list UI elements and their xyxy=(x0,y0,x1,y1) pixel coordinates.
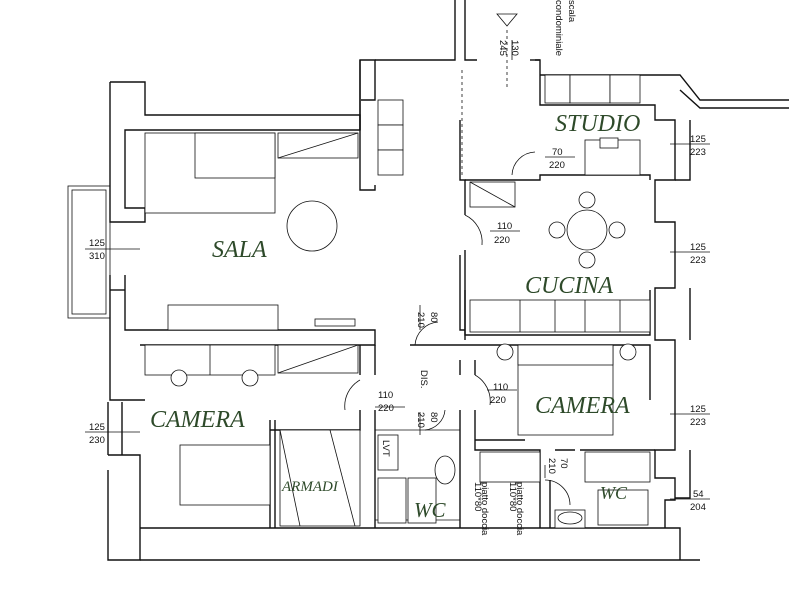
dim-cucina-door-width: 110 xyxy=(497,221,512,232)
room-label-camera-right: CAMERA xyxy=(535,393,630,419)
room-label-wc-right: WC xyxy=(600,483,628,503)
furniture xyxy=(144,74,651,529)
entrance-arrow-icon xyxy=(496,13,518,27)
dim-wc-right-door-width: 70 xyxy=(558,458,569,469)
dim-sala-window-height: 310 xyxy=(89,251,105,262)
dim-wc-right-door-height: 210 xyxy=(546,458,557,474)
dim-entrance-height: 245 xyxy=(497,40,508,56)
balcony xyxy=(67,185,111,319)
room-label-cucina: CUCINA xyxy=(525,273,613,299)
dim-sala-door-width: 80 xyxy=(428,312,439,323)
room-label-camera-left: CAMERA xyxy=(150,407,245,433)
dim-entrance-width: 130 xyxy=(509,40,520,56)
dim-cucina-window-height: 223 xyxy=(690,255,706,266)
dim-camera-left-window-height: 230 xyxy=(89,435,105,446)
dim-studio-window-width: 125 xyxy=(690,134,706,145)
fixture-shower1-line1: piatto doccia xyxy=(479,482,490,536)
room-label-studio: STUDIO xyxy=(555,111,640,137)
dim-cucina-door-height: 220 xyxy=(494,235,510,246)
dim-sala-door-height: 210 xyxy=(415,312,426,328)
fixture-shower2-line2: 110*80 xyxy=(507,482,518,511)
dim-camera-right-door-height: 220 xyxy=(490,395,506,406)
fixture-lvt: LVT xyxy=(380,440,391,457)
dim-wc-left-door-height: 210 xyxy=(415,412,426,428)
room-label-armadi: ARMADI xyxy=(281,479,339,495)
fixture-shower2-line1: piatto doccia xyxy=(514,482,525,536)
dim-camera-left-window-width: 125 xyxy=(89,422,105,433)
dim-wc-right-window-height: 204 xyxy=(690,502,706,513)
dimension-lines xyxy=(85,40,710,500)
dim-camera-left-door-width: 110 xyxy=(378,390,393,401)
door-swings xyxy=(344,151,571,506)
exterior-walls xyxy=(107,0,789,561)
dim-studio-window-height: 223 xyxy=(690,147,706,158)
dim-camera-right-door-width: 110 xyxy=(493,382,508,393)
dim-camera-right-window-height: 223 xyxy=(690,417,706,428)
stair-label-line2: condominiale xyxy=(553,0,564,56)
dim-studio-door-width: 70 xyxy=(552,147,563,158)
dim-wc-left-door-width: 80 xyxy=(428,412,439,423)
dim-cucina-window-width: 125 xyxy=(690,242,706,253)
dim-wc-right-window-width: 54 xyxy=(693,489,704,500)
dim-studio-door-height: 220 xyxy=(549,160,565,171)
dim-camera-left-door-height: 220 xyxy=(378,403,394,414)
room-label-wc-left: WC xyxy=(414,498,446,522)
dim-sala-window-width: 125 xyxy=(89,238,105,249)
room-label-sala: SALA xyxy=(212,237,267,263)
room-label-dis: DIS. xyxy=(418,370,429,388)
fixture-shower1-line2: 110*80 xyxy=(472,482,483,511)
dim-camera-right-window-width: 125 xyxy=(690,404,706,415)
stair-label-line1: scala xyxy=(566,0,577,23)
